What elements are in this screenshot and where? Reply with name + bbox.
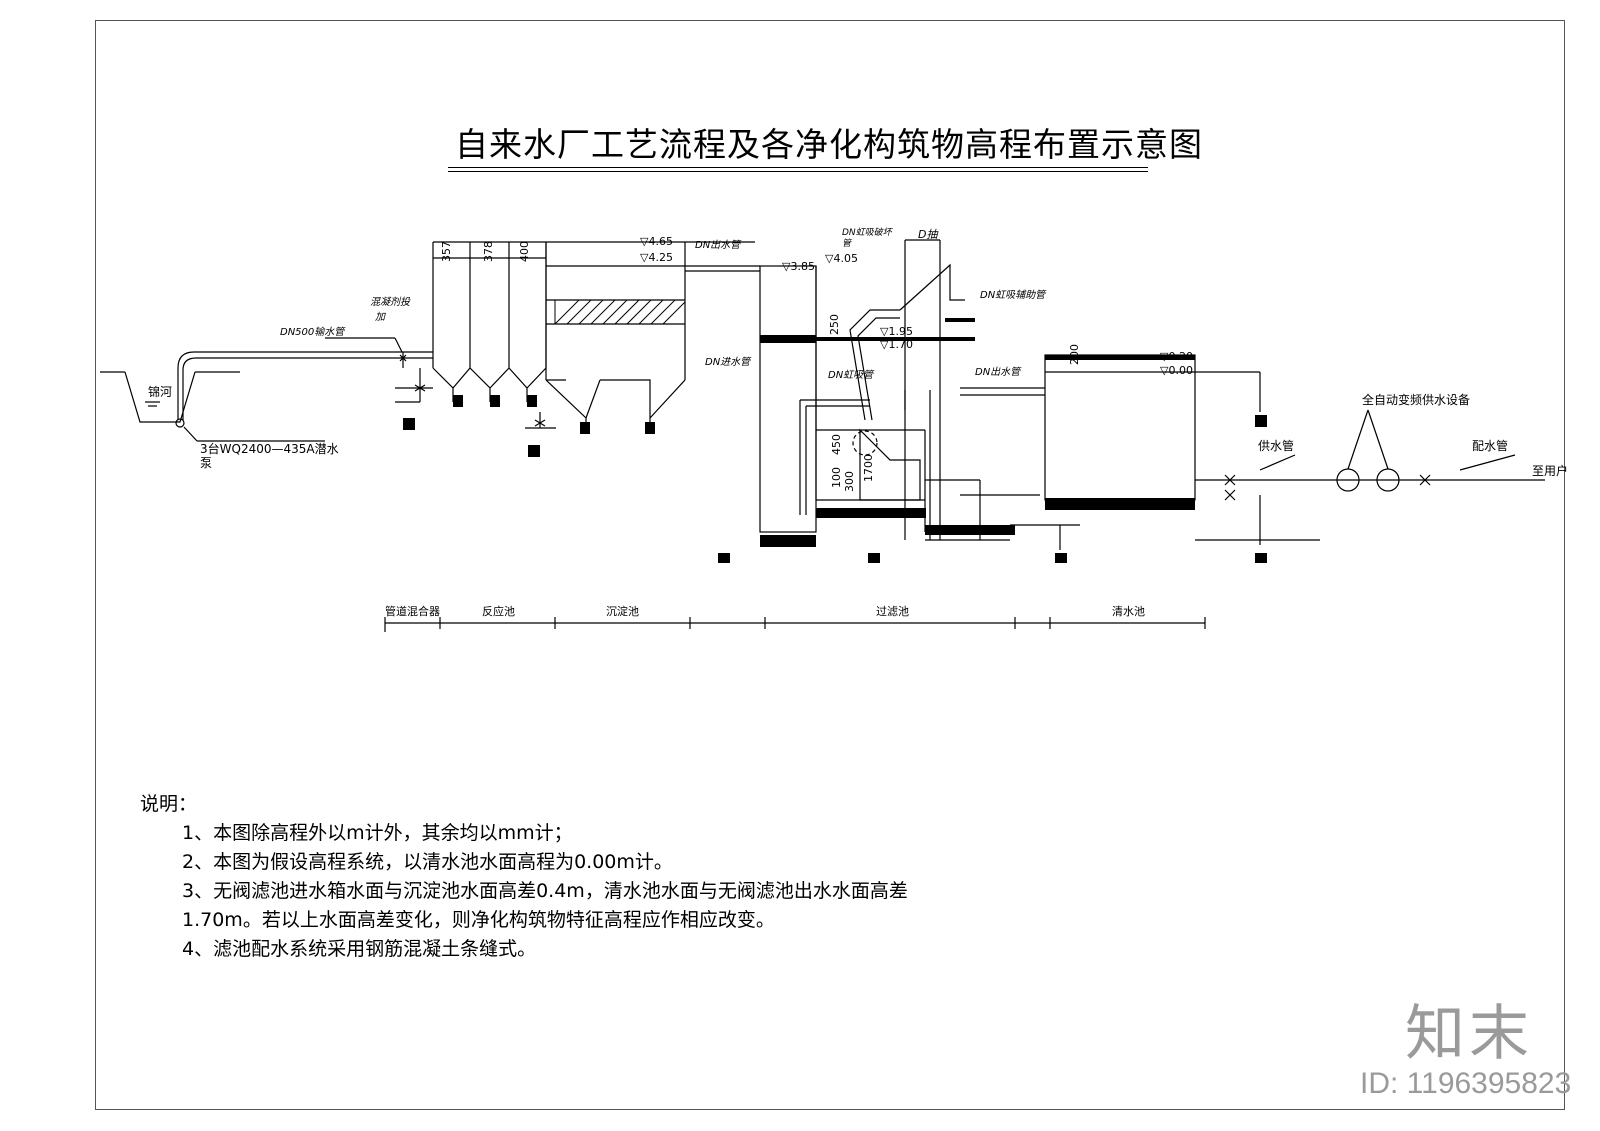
level-3-85: ▽3.85	[782, 260, 815, 273]
title-underline	[448, 167, 1148, 168]
dim-300: 300	[843, 471, 856, 492]
d-pump-label: D抽	[918, 228, 939, 241]
notes-block: 说明： 1、本图除高程外以m计外，其余均以mm计； 2、本图为假设高程系统，以清…	[140, 790, 908, 964]
level-1-70: ▽1.70	[880, 338, 913, 351]
dist-pipe-label: 配水管	[1472, 438, 1508, 453]
dim-357: 357	[440, 241, 453, 262]
section-label-sedimentation: 沉淀池	[606, 604, 639, 618]
level-4-25: ▽4.25	[640, 251, 673, 264]
section-label-reaction: 反应池	[482, 604, 515, 618]
inclined-plates	[554, 299, 686, 325]
title-underline-2	[448, 171, 1148, 172]
siphon-break-label-cont: 管	[842, 238, 853, 249]
note-1: 1、本图除高程外以m计外，其余均以mm计；	[182, 822, 573, 844]
dim-1700: 1700	[862, 454, 875, 482]
section-label-filter: 过滤池	[876, 605, 909, 618]
supply-equipment-label: 全自动变频供水设备	[1362, 392, 1470, 407]
dn-siphon-label: DN虹吸管	[828, 369, 875, 381]
note-3: 3、无阀滤池进水箱水面与沉淀池水面高差0.4m，清水池水面与无阀滤池出水水面高差	[182, 880, 908, 902]
drawing-title: 自来水厂工艺流程及各净化构筑物高程布置示意图	[455, 125, 1203, 164]
siphon-break-label: DN虹吸破坏	[842, 227, 894, 238]
dim-378: 378	[482, 241, 495, 262]
coagulant-label: 混凝剂投	[370, 296, 411, 308]
dn-outlet-pipe-label: DN出水管	[695, 239, 742, 251]
dim-200: 200	[1068, 344, 1081, 365]
wells	[403, 318, 1267, 563]
dim-250: 250	[828, 314, 841, 335]
level-0-20: ▽0.20	[1160, 350, 1193, 363]
dn-outlet-pipe-label-2: DN出水管	[975, 366, 1022, 378]
notes-heading: 说明：	[140, 793, 198, 815]
dim-450: 450	[830, 434, 843, 455]
level-0-00: ▽0.00	[1160, 364, 1193, 377]
note-3-cont: 1.70m。若以上水面高差变化，则净化构筑物特征高程应作相应改变。	[182, 909, 775, 931]
section-axis	[384, 617, 1206, 632]
supply-pipe-label: 供水管	[1258, 438, 1294, 453]
siphon-aux-label: DN虹吸辅助管	[980, 289, 1047, 301]
watermark-brand: 知末	[1405, 999, 1533, 1069]
section-label-clear-water: 清水池	[1112, 605, 1145, 618]
note-4: 4、滤池配水系统采用钢筋混凝土条缝式。	[182, 938, 537, 960]
inlet-pipe-label: DN500输水管	[280, 326, 346, 338]
sedimentation-tank	[525, 242, 686, 429]
dim-100: 100	[830, 467, 843, 488]
watermark-id: ID: 1196395823	[1360, 1067, 1572, 1100]
supply-line	[1224, 409, 1545, 501]
level-4-65: ▽4.65	[640, 235, 673, 248]
coagulant-label-cont: 加	[375, 311, 386, 323]
valve-icon	[399, 352, 407, 368]
pump-label: 3台WQ2400—435A潜水	[200, 441, 339, 456]
level-1-95: ▽1.95	[880, 325, 913, 338]
river-label: 锦河	[148, 385, 172, 399]
drawing-frame	[95, 20, 1565, 1110]
valveless-filter	[759, 239, 1045, 541]
level-4-05: ▽4.05	[825, 252, 858, 265]
dim-400: 400	[518, 241, 531, 262]
to-user-label: 至用户	[1532, 463, 1568, 478]
pump-label-cont: 泵	[200, 456, 212, 470]
section-label-pipe-mixer: 管道混合器	[385, 604, 440, 618]
river-intake	[100, 351, 395, 442]
dn-inlet-pipe-label: DN进水管	[705, 356, 752, 368]
note-2: 2、本图为假设高程系统，以清水池水面高程为0.00m计。	[182, 851, 673, 873]
coagulant-pipe	[394, 337, 403, 353]
